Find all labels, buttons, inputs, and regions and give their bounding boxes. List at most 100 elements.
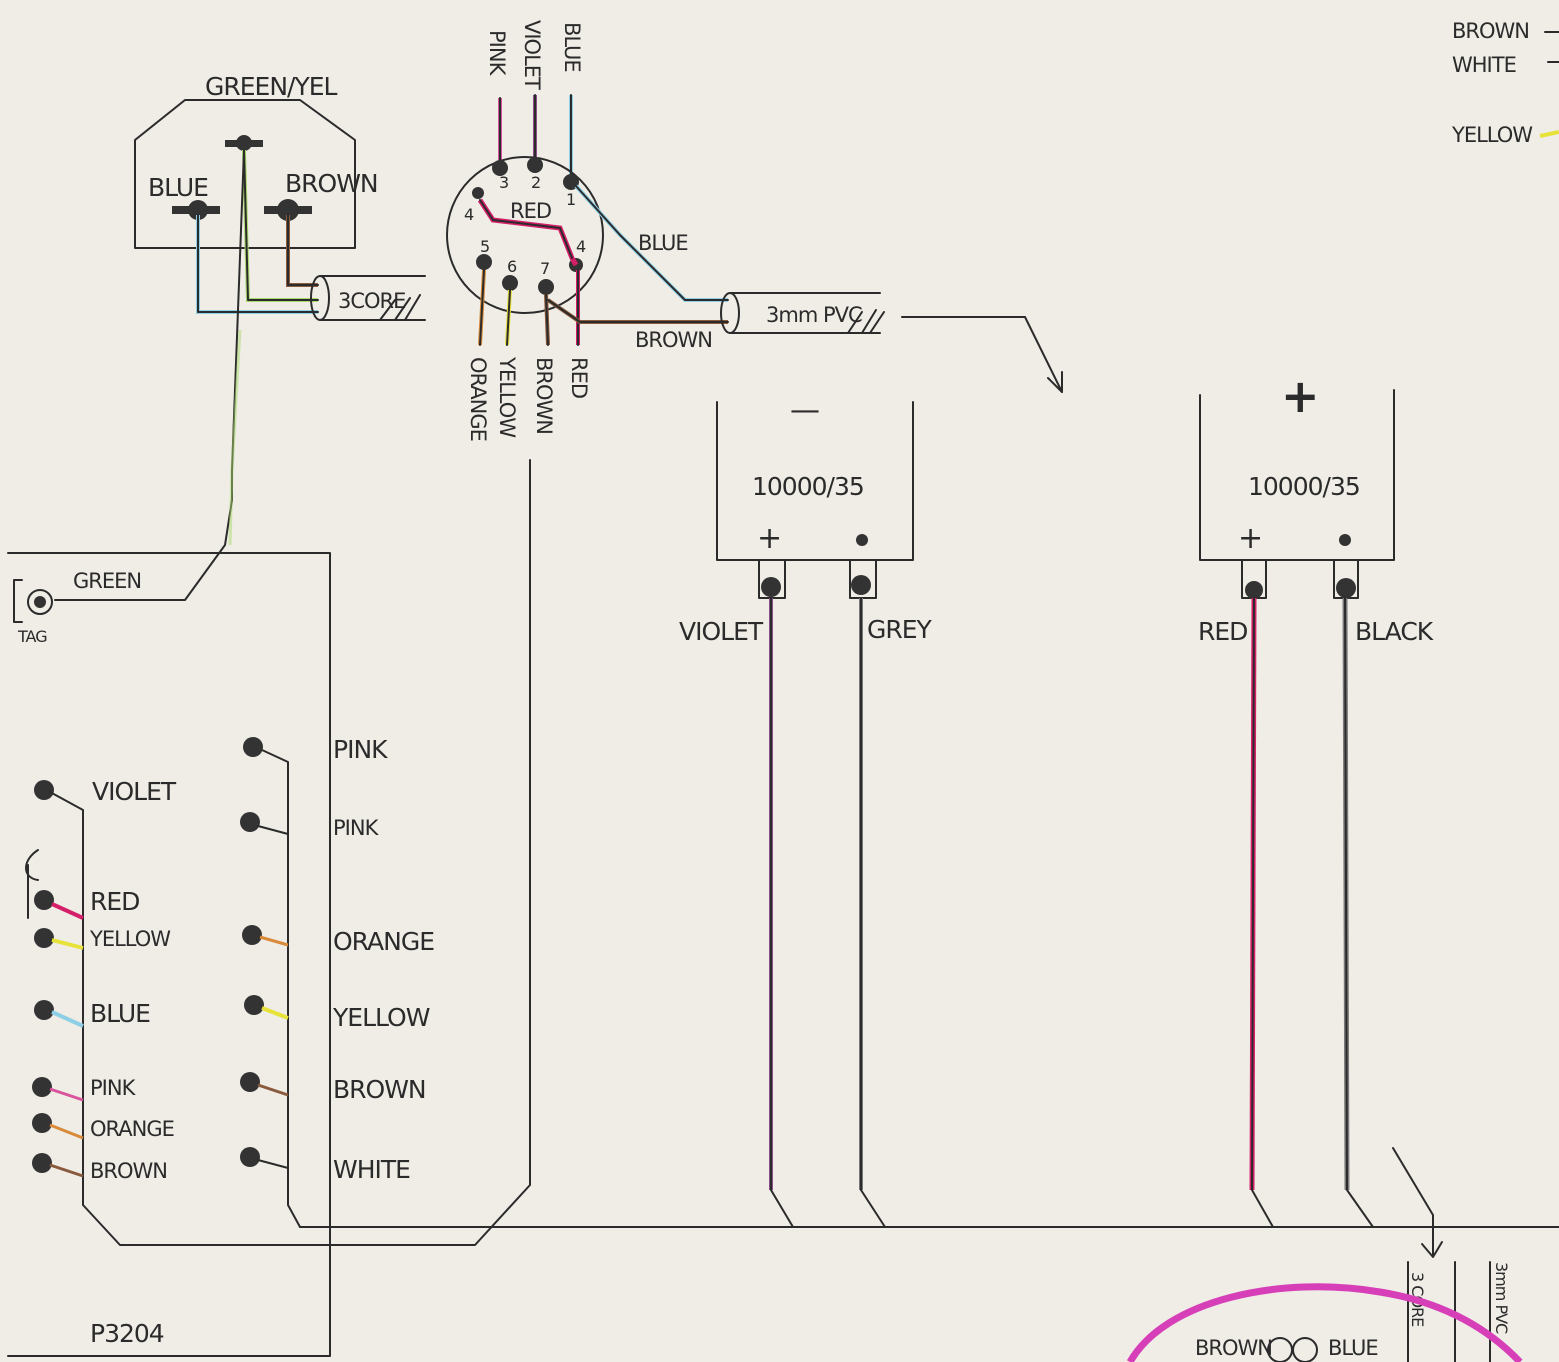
- bottom-cable-a-label: 3mm PVC: [1492, 1262, 1511, 1334]
- mains-cable-body: [319, 275, 426, 321]
- terminal-orange-icon: [32, 1113, 52, 1133]
- din-bottom-wire-yellow: YELLOW: [495, 356, 519, 438]
- din-pin-label-4a: 4: [464, 205, 474, 224]
- terminal-red-hook-icon: [25, 849, 39, 919]
- din-cable-pointer: [901, 316, 1063, 393]
- din-blue-label: BLUE: [638, 231, 688, 255]
- din-plug: PINK VIOLET BLUE 3 2 1 4 5 6 7 4 RED ORA…: [82, 20, 1063, 1246]
- din-pin-label-7: 7: [540, 259, 549, 278]
- tag-bracket: [13, 579, 23, 623]
- terminal-brown-lead: [49, 1163, 84, 1178]
- terminal-label-orange-r: ORANGE: [333, 927, 434, 956]
- din-pin-label-3: 3: [499, 173, 508, 192]
- din-pin-label-2: 2: [531, 173, 540, 192]
- earth-terminal-screw-icon: [236, 135, 252, 151]
- terminal-yellow-r-lead: [261, 1006, 289, 1020]
- din-red-link-outline: [479, 199, 573, 259]
- terminal-pink-icon: [32, 1077, 52, 1097]
- capacitor-negative-left-lead-label: VIOLET: [679, 617, 764, 646]
- terminal-yellow-r-icon: [244, 995, 264, 1015]
- edge-wire-label-brown: BROWN: [1452, 19, 1529, 43]
- terminal-pink-2-lead: [257, 825, 289, 835]
- right-edge-wires: BROWN WHITE YELLOW: [1451, 19, 1559, 147]
- mains-terminal-left-label: BLUE: [148, 173, 208, 202]
- terminal-label-white: WHITE: [333, 1155, 410, 1184]
- capacitor-negative-left-screw-icon: [761, 577, 781, 597]
- din-pin-label-4b: 4: [576, 237, 586, 256]
- mains-wire-outlines: [197, 149, 319, 313]
- terminal-brown-icon: [32, 1153, 52, 1173]
- bottom-pointer-arrowhead: [1421, 1241, 1443, 1258]
- din-pin-5-icon: [476, 254, 492, 270]
- din-cable-wire-outlines: [547, 185, 729, 323]
- mains-cable-hatch: [379, 294, 421, 321]
- din-cable-body: [729, 292, 881, 334]
- capacitor-positive-right-lead-label: BLACK: [1355, 617, 1434, 646]
- din-bottom-wire-red: RED: [567, 357, 591, 398]
- terminal-pink-lead: [49, 1087, 84, 1102]
- bottom-left-label: BROWN: [1195, 1336, 1272, 1360]
- terminal-yellow-icon: [34, 928, 54, 948]
- din-center-label: RED: [510, 199, 551, 223]
- terminal-red-lead: [51, 902, 84, 920]
- terminal-pink-1-icon: [243, 737, 263, 757]
- terminal-pink-2-icon: [240, 812, 260, 832]
- din-brown-label: BROWN: [635, 328, 712, 352]
- terminal-label-pink-1: PINK: [333, 735, 388, 764]
- edge-wire-label-yellow: YELLOW: [1451, 123, 1533, 147]
- din-pin-4-left-icon: [472, 187, 484, 199]
- terminal-label-orange: ORANGE: [90, 1117, 174, 1141]
- terminal-orange-r-icon: [242, 925, 262, 945]
- right-terminal-bus: [261, 749, 301, 1228]
- din-pin-3-icon: [492, 160, 508, 176]
- bottom-magenta-loop: [1126, 1283, 1523, 1362]
- din-cable-label: 3mm PVC: [766, 303, 862, 327]
- terminal-label-yellow-r: YELLOW: [332, 1003, 430, 1032]
- terminal-orange-lead: [49, 1123, 84, 1140]
- transformer-part-number: P3204: [90, 1319, 164, 1348]
- capacitor-positive-sign: +: [1281, 369, 1319, 423]
- terminal-label-red: RED: [90, 887, 139, 916]
- tag-screw-icon: [34, 596, 46, 608]
- earth-lead-green-tint: [228, 329, 242, 546]
- terminal-label-brown: BROWN: [90, 1159, 167, 1183]
- din-pin-2-icon: [527, 157, 543, 173]
- tag-wire-label: GREEN: [73, 569, 141, 593]
- transformer-outline: [7, 552, 331, 1357]
- tag-label: TAG: [17, 627, 47, 646]
- terminal-label-pink: PINK: [90, 1076, 137, 1100]
- din-top-wire-blue: BLUE: [560, 22, 584, 72]
- din-pin-label-6: 6: [507, 257, 517, 276]
- terminal-yellow-lead: [51, 938, 84, 950]
- live-terminal-screw-icon: [277, 199, 299, 221]
- terminal-blue-icon: [34, 1000, 54, 1020]
- capacitor-positive-value: 10000/35: [1248, 472, 1360, 501]
- capacitor-negative-value: 10000/35: [752, 472, 864, 501]
- terminal-white-lead: [257, 1159, 289, 1169]
- terminal-brown-r-icon: [240, 1072, 260, 1092]
- din-cable-pointer-arrowhead: [1047, 371, 1063, 393]
- transformer: GREEN TAG P3204 VIOLET RED YELLOW BLUE P…: [7, 552, 435, 1357]
- terminal-blue-lead: [51, 1010, 84, 1028]
- terminal-label-pink-2: PINK: [333, 816, 380, 840]
- terminal-label-brown-r: BROWN: [333, 1075, 426, 1104]
- terminal-red-icon: [34, 890, 54, 910]
- din-pin-label-5: 5: [480, 237, 489, 256]
- mains-socket-outline: [134, 99, 356, 249]
- capacitor-positive-lead-outlines: [1251, 597, 1374, 1228]
- din-bottom-wire-brown: BROWN: [532, 357, 556, 434]
- din-pin-6-icon: [502, 275, 518, 291]
- din-pin-label-1: 1: [566, 190, 575, 209]
- din-plug-body: [446, 156, 604, 314]
- terminal-label-yellow: YELLOW: [89, 927, 171, 951]
- mains-terminal-right-label: BROWN: [285, 169, 378, 198]
- bottom-pointer-line: [1392, 1147, 1434, 1256]
- terminal-white-icon: [240, 1147, 260, 1167]
- capacitor-negative-right-screw-icon: [851, 575, 871, 595]
- capacitor-negative: — 10000/35 + VIOLET GREY: [679, 393, 934, 1228]
- left-terminal-bus: [49, 791, 84, 1171]
- capacitor-positive-plus-mark: +: [1238, 521, 1262, 556]
- neutral-terminal-screw-icon: [188, 200, 208, 220]
